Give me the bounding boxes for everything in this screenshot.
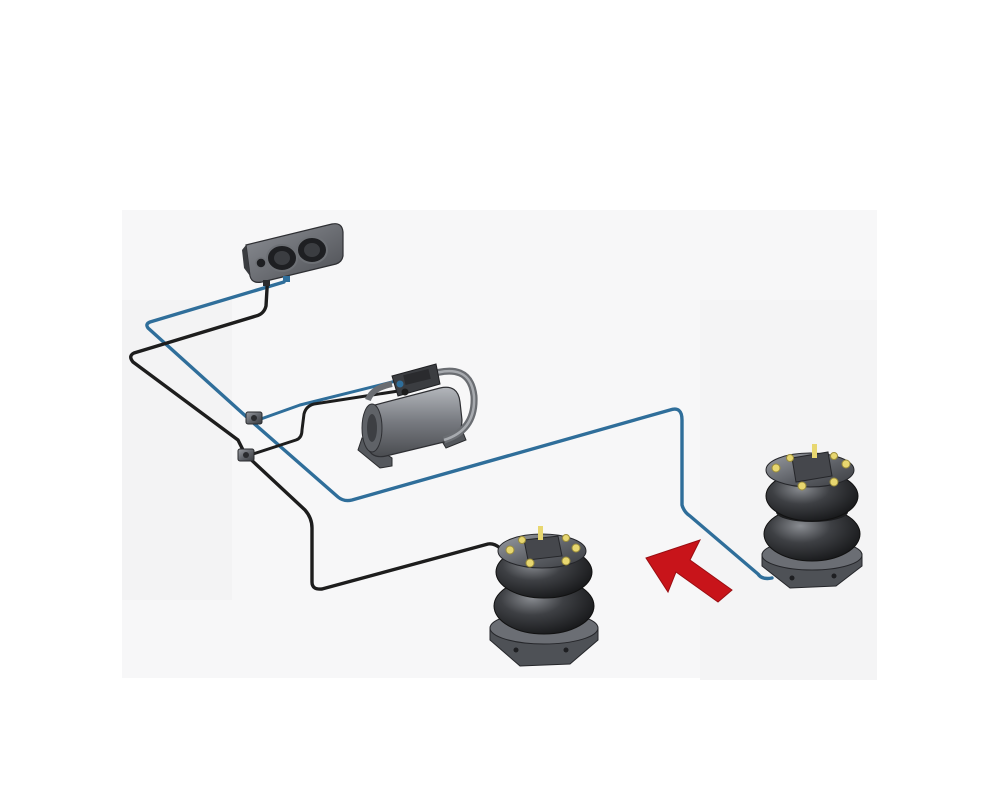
gauge-panel <box>242 223 344 286</box>
bolt <box>518 536 526 544</box>
black-air-line <box>129 270 502 591</box>
bolt <box>505 545 515 555</box>
bolt <box>525 558 535 568</box>
compressor-feed-black <box>248 388 407 457</box>
bolt <box>561 556 571 566</box>
compressor-feed-blue <box>256 378 402 422</box>
tee-fitting-lower <box>237 448 255 462</box>
air-spring-right <box>761 444 863 589</box>
air-spring-left <box>489 526 599 667</box>
blue-air-line <box>145 270 774 581</box>
air-lines <box>129 270 774 591</box>
bolt <box>771 463 781 473</box>
tee-fitting-upper <box>245 411 263 425</box>
bolt <box>829 477 839 487</box>
bolt <box>841 459 851 469</box>
bolt <box>786 454 794 462</box>
bolt <box>797 481 807 491</box>
bolt <box>830 452 838 460</box>
direction-arrow-icon <box>645 539 733 603</box>
bolt <box>562 534 570 542</box>
air-compressor <box>357 363 478 469</box>
bolt <box>571 543 581 553</box>
